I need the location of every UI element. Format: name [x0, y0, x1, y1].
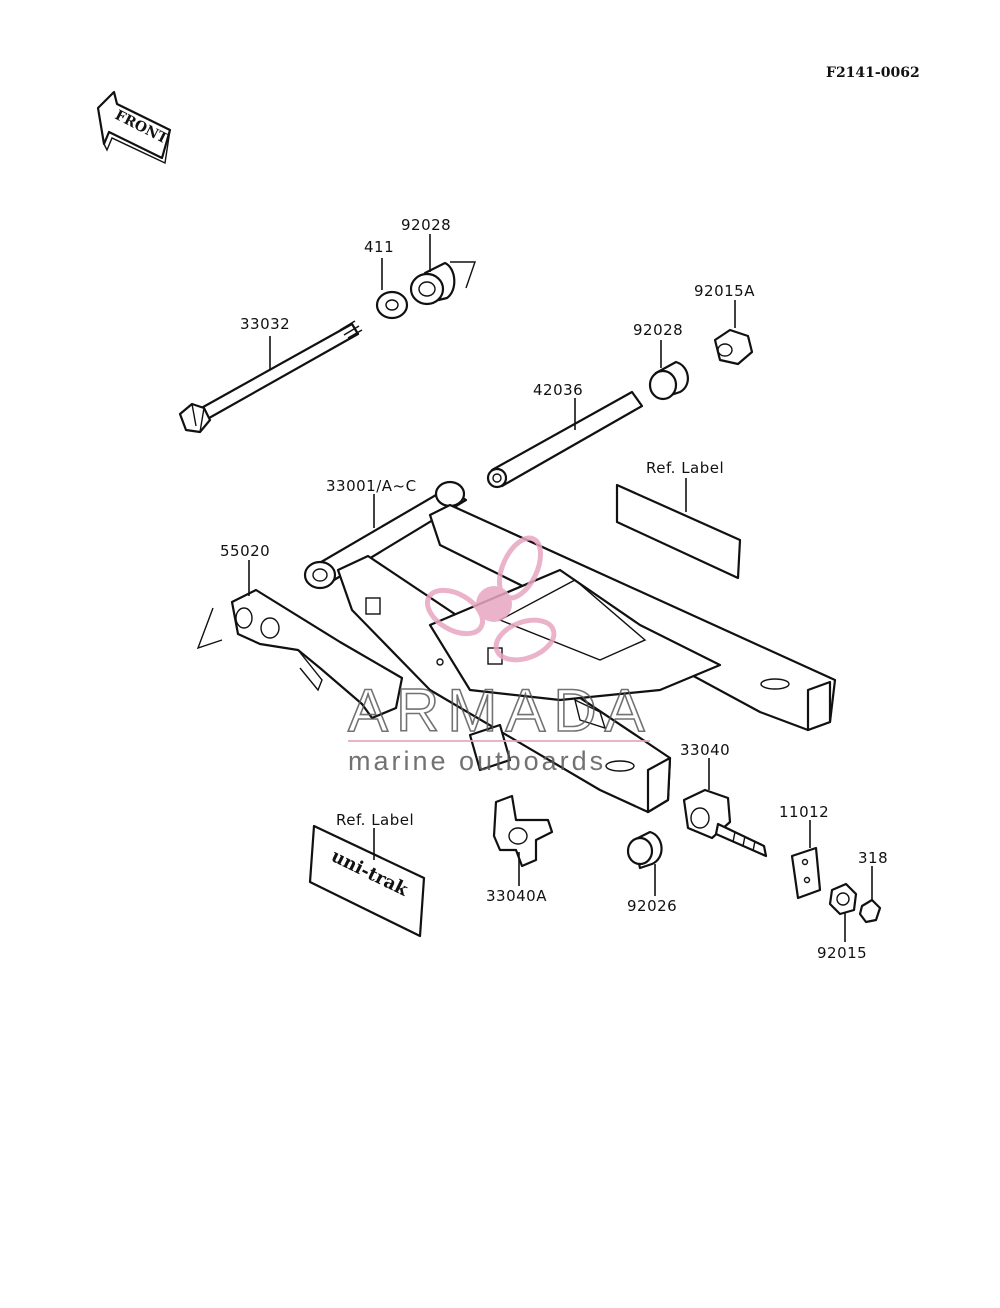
chain-adjuster-33040 [682, 788, 768, 858]
collar-92028-top [409, 261, 476, 306]
label-92028-top: 92028 [401, 216, 451, 234]
label-33001: 33001/A~C [326, 477, 417, 495]
watermark-propeller-icon [425, 535, 557, 663]
watermark: ARMADA marine outboards [347, 535, 653, 776]
label-33040A: 33040A [486, 887, 547, 905]
label-33032: 33032 [240, 315, 290, 333]
front-arrow-icon: FRONT [96, 90, 172, 165]
label-55020: 55020 [220, 542, 270, 560]
washer-411 [375, 290, 409, 320]
bracket-55020 [196, 588, 404, 720]
pivot-bolt-33032 [178, 320, 363, 434]
ref-label-bottom-decal: uni-trak [308, 824, 426, 938]
plate-11012 [790, 846, 822, 900]
label-92015: 92015 [817, 944, 867, 962]
adjuster-block-33040A [492, 794, 554, 868]
ref-label-top-plate [615, 483, 742, 580]
watermark-brand: ARMADA [348, 677, 653, 744]
collar-92026 [626, 830, 663, 870]
nut-92015 [828, 882, 858, 916]
label-411: 411 [364, 238, 394, 256]
label-42036: 42036 [533, 381, 583, 399]
nut-318 [858, 898, 882, 924]
collar-92028-mid [648, 360, 689, 401]
diagram-code: F2141-0062 [826, 65, 920, 81]
label-318: 318 [858, 849, 888, 867]
label-92015A: 92015A [694, 282, 755, 300]
label-ref-bottom: Ref. Label [336, 811, 414, 829]
sleeve-42036 [486, 390, 644, 489]
watermark-tagline: marine outboards [348, 746, 606, 776]
label-11012: 11012 [779, 803, 829, 821]
nut-92015A [713, 328, 754, 366]
label-33040: 33040 [680, 741, 730, 759]
label-92028-mid: 92028 [633, 321, 683, 339]
label-92026: 92026 [627, 897, 677, 915]
label-ref-top: Ref. Label [646, 459, 724, 477]
